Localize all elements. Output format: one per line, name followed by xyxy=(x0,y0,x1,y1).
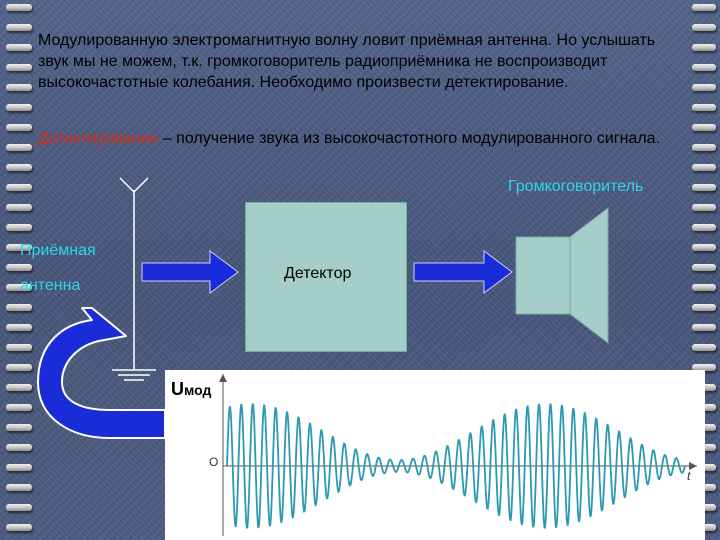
curved-arrow-icon xyxy=(37,307,166,439)
binding-ring xyxy=(6,284,32,291)
modulated-wave xyxy=(226,403,686,529)
binding-ring xyxy=(692,84,716,91)
binding-ring xyxy=(6,24,32,31)
binding-ring xyxy=(6,204,32,211)
binding-ring xyxy=(692,304,716,311)
binding-ring xyxy=(692,264,716,271)
binding-ring xyxy=(6,184,32,191)
loudspeaker-icon xyxy=(515,206,609,345)
binding-ring xyxy=(692,324,716,331)
speaker-label: Громкоговоритель xyxy=(508,178,644,195)
detector-block: Детектор xyxy=(245,202,407,352)
binding-ring xyxy=(692,184,716,191)
antenna-label-line1: Приёмная xyxy=(20,242,96,259)
binding-ring xyxy=(692,224,716,231)
antenna-icon xyxy=(119,177,149,370)
binding-ring xyxy=(692,44,716,51)
binding-ring xyxy=(6,524,32,531)
graph-x-axis-arrow xyxy=(689,462,697,470)
definition-text: – получение звука из высокочастотного мо… xyxy=(158,130,661,147)
binding-ring xyxy=(692,364,716,371)
binding-ring xyxy=(692,284,716,291)
binding-ring xyxy=(692,64,716,71)
binding-ring xyxy=(6,164,32,171)
modulated-signal-graph: Uмод O t xyxy=(165,370,705,540)
antenna-label: Приёмная антенна xyxy=(20,240,120,296)
left-spiral-binding xyxy=(0,0,40,540)
binding-ring xyxy=(6,344,32,351)
binding-ring xyxy=(6,484,32,491)
binding-ring xyxy=(692,164,716,171)
binding-ring xyxy=(6,464,32,471)
binding-ring xyxy=(6,84,32,91)
binding-ring xyxy=(692,204,716,211)
binding-ring xyxy=(692,344,716,351)
arrow-antenna-to-detector xyxy=(141,250,239,294)
binding-ring xyxy=(6,404,32,411)
arrow-detector-to-speaker xyxy=(413,250,513,294)
antenna-label-line2: антенна xyxy=(20,277,81,294)
binding-ring xyxy=(6,384,32,391)
graph-canvas: O t xyxy=(209,374,697,536)
binding-ring xyxy=(6,44,32,51)
graph-y-label: Uмод xyxy=(171,379,212,399)
definition-term: Детектирование xyxy=(38,130,159,147)
binding-ring xyxy=(6,64,32,71)
binding-ring xyxy=(6,144,32,151)
binding-ring xyxy=(692,244,716,251)
binding-ring xyxy=(6,364,32,371)
intro-paragraph: Модулированную электромагнитную волну ло… xyxy=(38,32,656,91)
graph-x-label: t xyxy=(687,469,691,483)
binding-ring xyxy=(6,104,32,111)
binding-ring xyxy=(6,244,32,251)
binding-ring xyxy=(6,224,32,231)
graph-y-axis-arrow xyxy=(219,374,227,382)
binding-ring xyxy=(692,24,716,31)
binding-ring xyxy=(6,304,32,311)
ground-icon xyxy=(112,369,156,381)
binding-ring xyxy=(692,124,716,131)
binding-ring xyxy=(6,124,32,131)
binding-ring xyxy=(6,4,32,11)
definition-paragraph: Детектирование – получение звука из высо… xyxy=(38,128,678,149)
binding-ring xyxy=(692,144,716,151)
binding-ring xyxy=(6,424,32,431)
binding-ring xyxy=(692,104,716,111)
graph-origin-label: O xyxy=(209,455,218,469)
detector-label: Детектор xyxy=(284,265,352,282)
binding-ring xyxy=(692,4,716,11)
binding-ring xyxy=(6,264,32,271)
binding-ring xyxy=(6,444,32,451)
binding-ring xyxy=(6,504,32,511)
binding-ring xyxy=(6,324,32,331)
